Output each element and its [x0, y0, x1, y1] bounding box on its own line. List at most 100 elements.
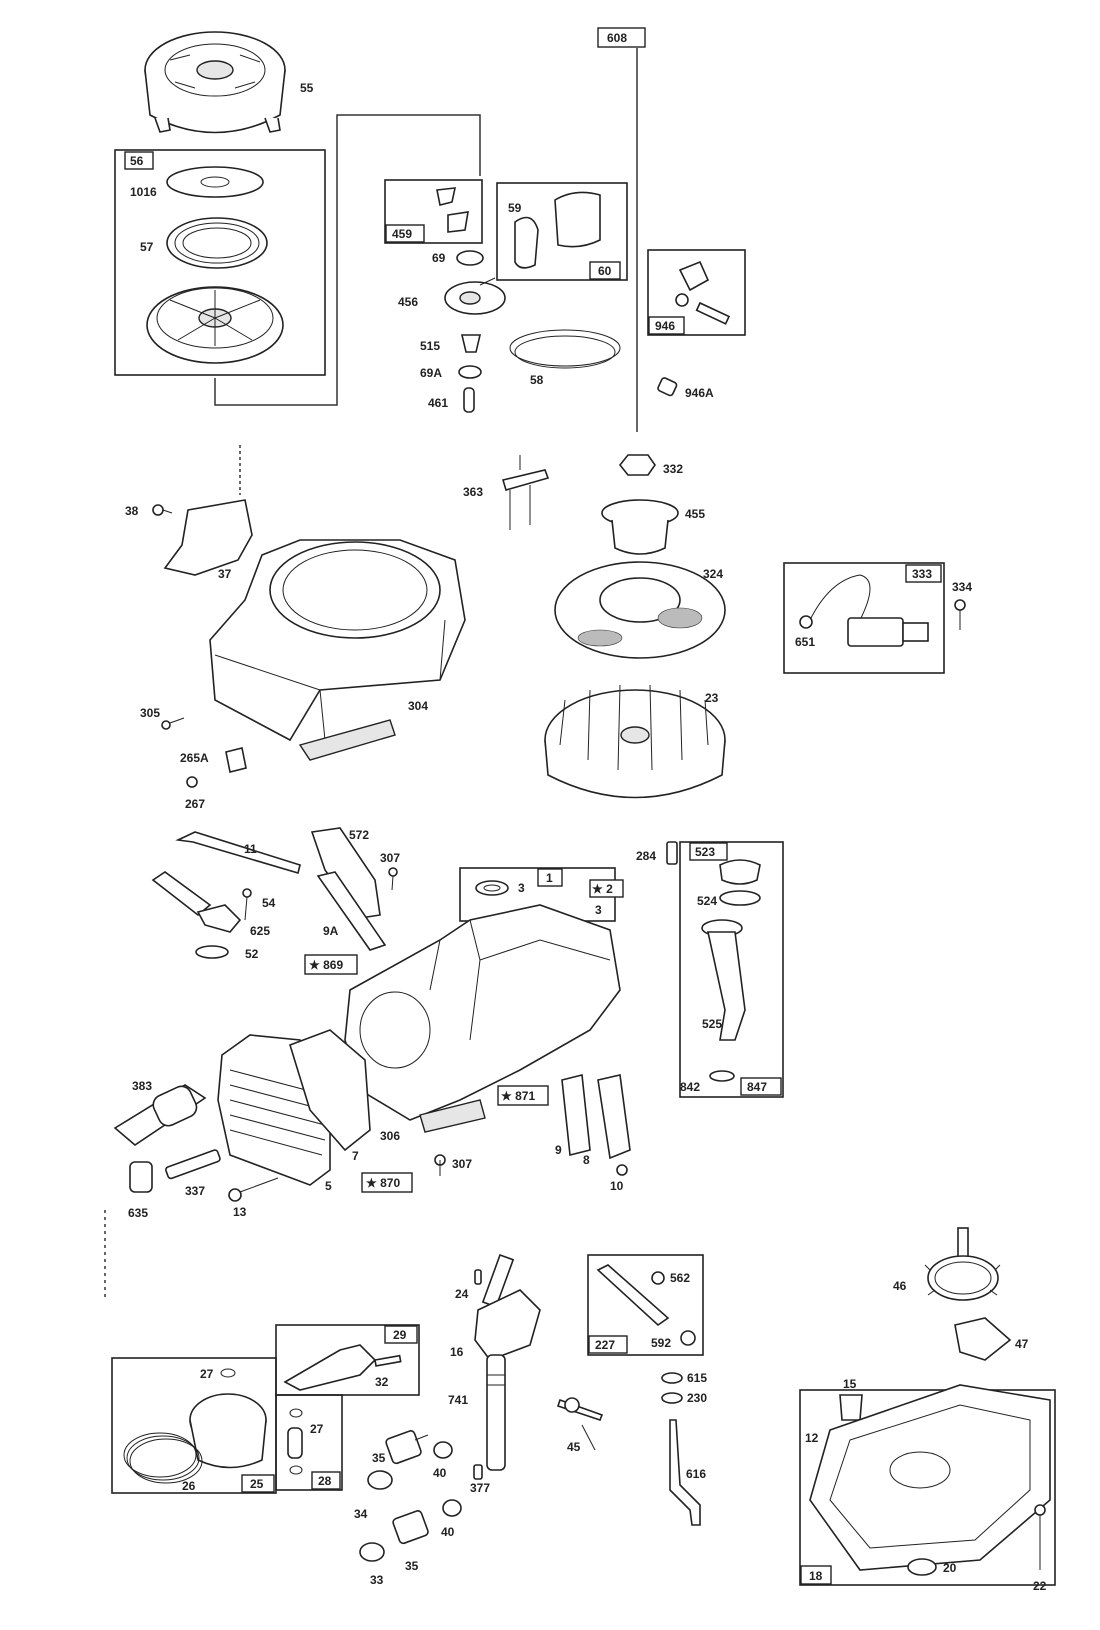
flywheel-23	[544, 684, 726, 799]
screw-10	[616, 1164, 628, 1176]
part-label-870: ★ 870	[366, 1176, 400, 1190]
retainer-40a	[433, 1441, 453, 1459]
part-label-946: 946	[655, 319, 675, 333]
part-label-23: 23	[705, 691, 719, 705]
retainer-456	[444, 277, 506, 315]
washer-615	[661, 1372, 683, 1384]
part-label-2: ★ 2	[592, 882, 613, 896]
screw-267	[186, 776, 198, 788]
part-label-69a: 69A	[420, 366, 442, 380]
part-label-54: 54	[262, 896, 276, 910]
piston-rings	[123, 1432, 203, 1484]
part-label-3b: 3	[595, 903, 602, 917]
part-label-7: 7	[352, 1149, 359, 1163]
screw-54	[242, 888, 252, 921]
part-label-869: ★ 869	[309, 958, 343, 972]
part-label-515: 515	[420, 339, 440, 353]
key-377	[473, 1464, 483, 1480]
gasket-9	[561, 1074, 591, 1156]
clip-265a	[225, 747, 247, 773]
part-label-267: 267	[185, 797, 205, 811]
screw-307b	[434, 1154, 446, 1176]
part-label-24: 24	[455, 1287, 469, 1301]
rewind-spring	[166, 217, 268, 269]
pushrods-45	[556, 1397, 604, 1451]
bracket-363	[501, 455, 550, 530]
crankshaft-16	[474, 1253, 541, 1471]
part-label-47: 47	[1015, 1337, 1029, 1351]
part-label-59: 59	[508, 201, 522, 215]
tube-625	[151, 871, 242, 933]
part-label-305: 305	[140, 706, 160, 720]
part-label-13: 13	[233, 1205, 247, 1219]
valve-tappet-35a	[385, 1430, 429, 1465]
part-label-38: 38	[125, 504, 139, 518]
part-label-337: 337	[185, 1184, 205, 1198]
bolt-22	[1034, 1504, 1046, 1570]
part-label-52: 52	[245, 947, 259, 961]
screen-324	[554, 561, 726, 659]
part-label-5: 5	[325, 1179, 332, 1193]
part-label-284: 284	[636, 849, 656, 863]
part-label-525: 525	[702, 1017, 722, 1031]
part-label-524: 524	[697, 894, 717, 908]
part-label-45: 45	[567, 1440, 581, 1454]
head-gasket-7	[289, 1029, 371, 1152]
part-label-324: 324	[703, 567, 723, 581]
piston	[189, 1393, 267, 1469]
part-label-46: 46	[893, 1279, 907, 1293]
part-label-615: 615	[687, 1371, 707, 1385]
part-label-35a: 35	[372, 1451, 386, 1465]
part-label-523: 523	[695, 845, 715, 859]
spacer-946a	[657, 377, 678, 397]
part-label-35b: 35	[405, 1559, 419, 1573]
piston-group-25: 27 26 25	[111, 1357, 277, 1494]
sump-group-18: 18	[799, 1384, 1056, 1586]
part-label-592: 592	[651, 1336, 671, 1350]
part-label-946a: 946A	[685, 386, 714, 400]
dipstick-group-847: 523 524 525 842 847	[679, 841, 784, 1098]
part-label-1: 1	[546, 871, 553, 885]
ignition-group-333: 333	[783, 562, 945, 674]
screw-38	[152, 504, 173, 516]
retainer-40b	[442, 1499, 462, 1517]
bolt-13	[228, 1177, 279, 1202]
part-label-871: ★ 871	[501, 1089, 535, 1103]
gasket-572	[310, 827, 381, 919]
part-label-57: 57	[140, 240, 154, 254]
part-label-60: 60	[598, 264, 612, 278]
washer-69	[456, 250, 484, 266]
part-label-847: 847	[747, 1080, 767, 1094]
washer-69a	[458, 365, 482, 379]
link-11	[175, 831, 301, 875]
part-label-227: 227	[595, 1338, 615, 1352]
part-label-651: 651	[795, 635, 815, 649]
air-guide-37	[163, 499, 253, 576]
part-label-572: 572	[349, 828, 369, 842]
part-label-56: 56	[130, 154, 144, 168]
part-label-37: 37	[218, 567, 232, 581]
valve-tappet-35b	[392, 1510, 429, 1545]
part-label-8: 8	[583, 1153, 590, 1167]
pawl-group: 459	[384, 179, 483, 244]
muffler-383	[113, 1084, 207, 1147]
part-label-55: 55	[300, 81, 314, 95]
cover-8	[597, 1074, 631, 1160]
bracket-group-946: 946	[647, 249, 746, 336]
part-label-3a: 3	[518, 881, 525, 895]
part-label-16: 16	[450, 1345, 464, 1359]
part-label-307b: 307	[452, 1157, 472, 1171]
part-label-332: 332	[663, 462, 683, 476]
part-label-377: 377	[470, 1481, 490, 1495]
part-label-842: 842	[680, 1080, 700, 1094]
part-label-616: 616	[686, 1467, 706, 1481]
part-label-34: 34	[354, 1507, 368, 1521]
pulley-assembly-group: 56 1016 57	[114, 149, 326, 376]
part-label-18: 18	[809, 1569, 823, 1583]
governor-47	[954, 1317, 1012, 1361]
part-label-625: 625	[250, 924, 270, 938]
part-label-307a: 307	[380, 851, 400, 865]
valve-34	[367, 1470, 393, 1490]
starter-housing	[144, 31, 286, 134]
